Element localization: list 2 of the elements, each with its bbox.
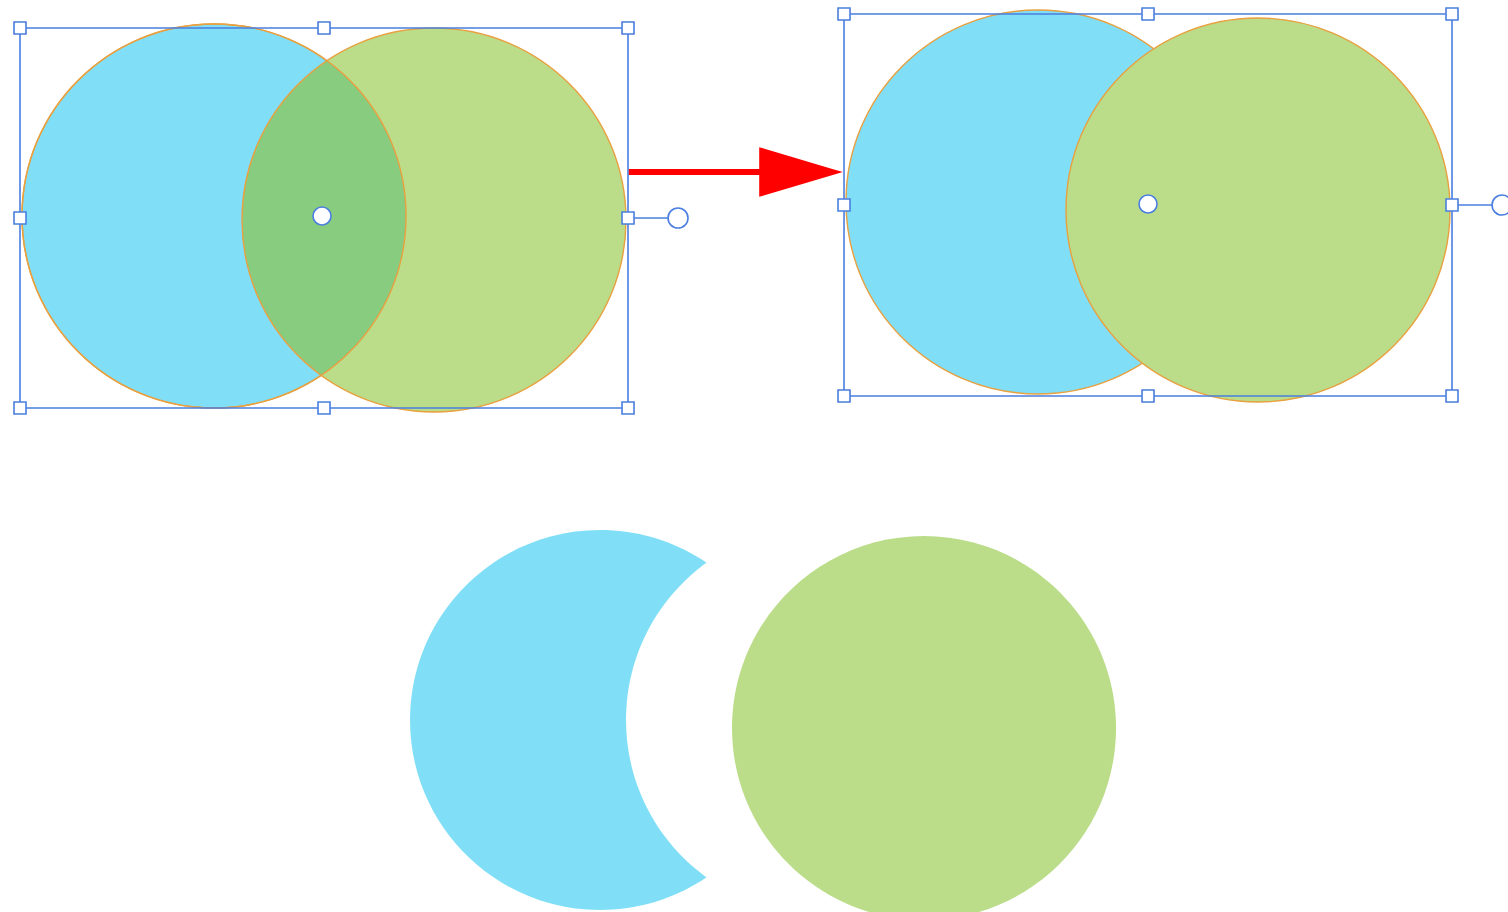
circles-drawing [13,21,689,415]
circles-drawing [837,7,1508,403]
